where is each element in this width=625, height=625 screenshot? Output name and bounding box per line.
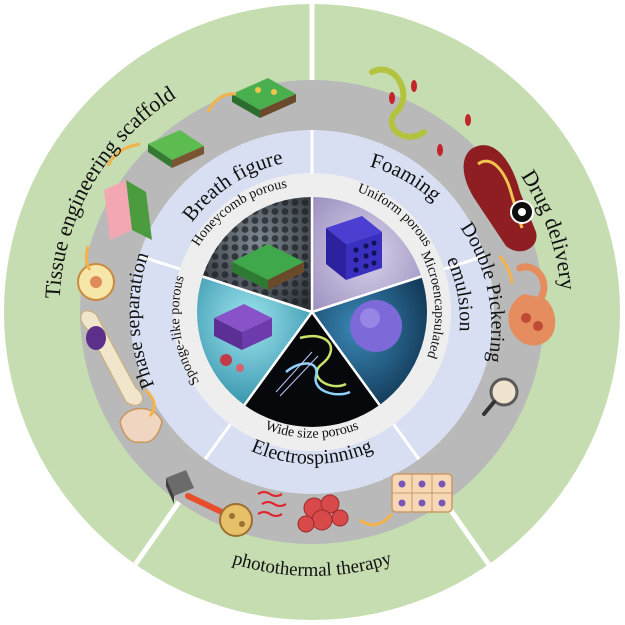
cell-grid-icon (391, 473, 453, 513)
organ-icon (508, 263, 556, 346)
microcapsule-highlight (360, 308, 380, 328)
scaffold-block-icon (148, 130, 204, 168)
photo-illustrations (166, 470, 453, 537)
drug-strand-icon (369, 66, 427, 140)
drug-droplets (389, 80, 471, 156)
nanoparticle-dot (239, 521, 245, 527)
tissue-organ-icon (119, 407, 163, 444)
cell-nucleus-icon (90, 276, 102, 288)
electrospun-fibers (275, 335, 351, 397)
application-separators (133, 4, 491, 566)
sponge-block (214, 304, 272, 372)
method-separators (138, 130, 486, 461)
magnifier-icon (482, 377, 519, 416)
scaffold-block-icon (232, 78, 296, 118)
tissue-illustrations (77, 78, 296, 444)
electrospun-wedge (244, 312, 380, 427)
uniform-cube (326, 216, 382, 280)
center-images (196, 197, 428, 427)
nanoparticle-icon (219, 503, 253, 537)
honeycomb-scaffold-block (232, 244, 304, 290)
tumor-cluster-icon (297, 494, 349, 533)
drug-arrow (498, 255, 514, 285)
tissue-arrows (84, 92, 237, 417)
photo-arrow (359, 512, 394, 527)
blood-vessel-icon (463, 145, 537, 252)
bone-icon (79, 309, 144, 407)
wedge-separators (202, 197, 422, 406)
heat-waves-icon (257, 491, 287, 517)
drug-illustrations (369, 66, 556, 416)
laser-device-icon (166, 470, 229, 517)
nanoparticle-dot (229, 513, 235, 519)
tissue-block-icon (104, 180, 152, 240)
structure-wide-size: Wide size porous (263, 419, 360, 442)
